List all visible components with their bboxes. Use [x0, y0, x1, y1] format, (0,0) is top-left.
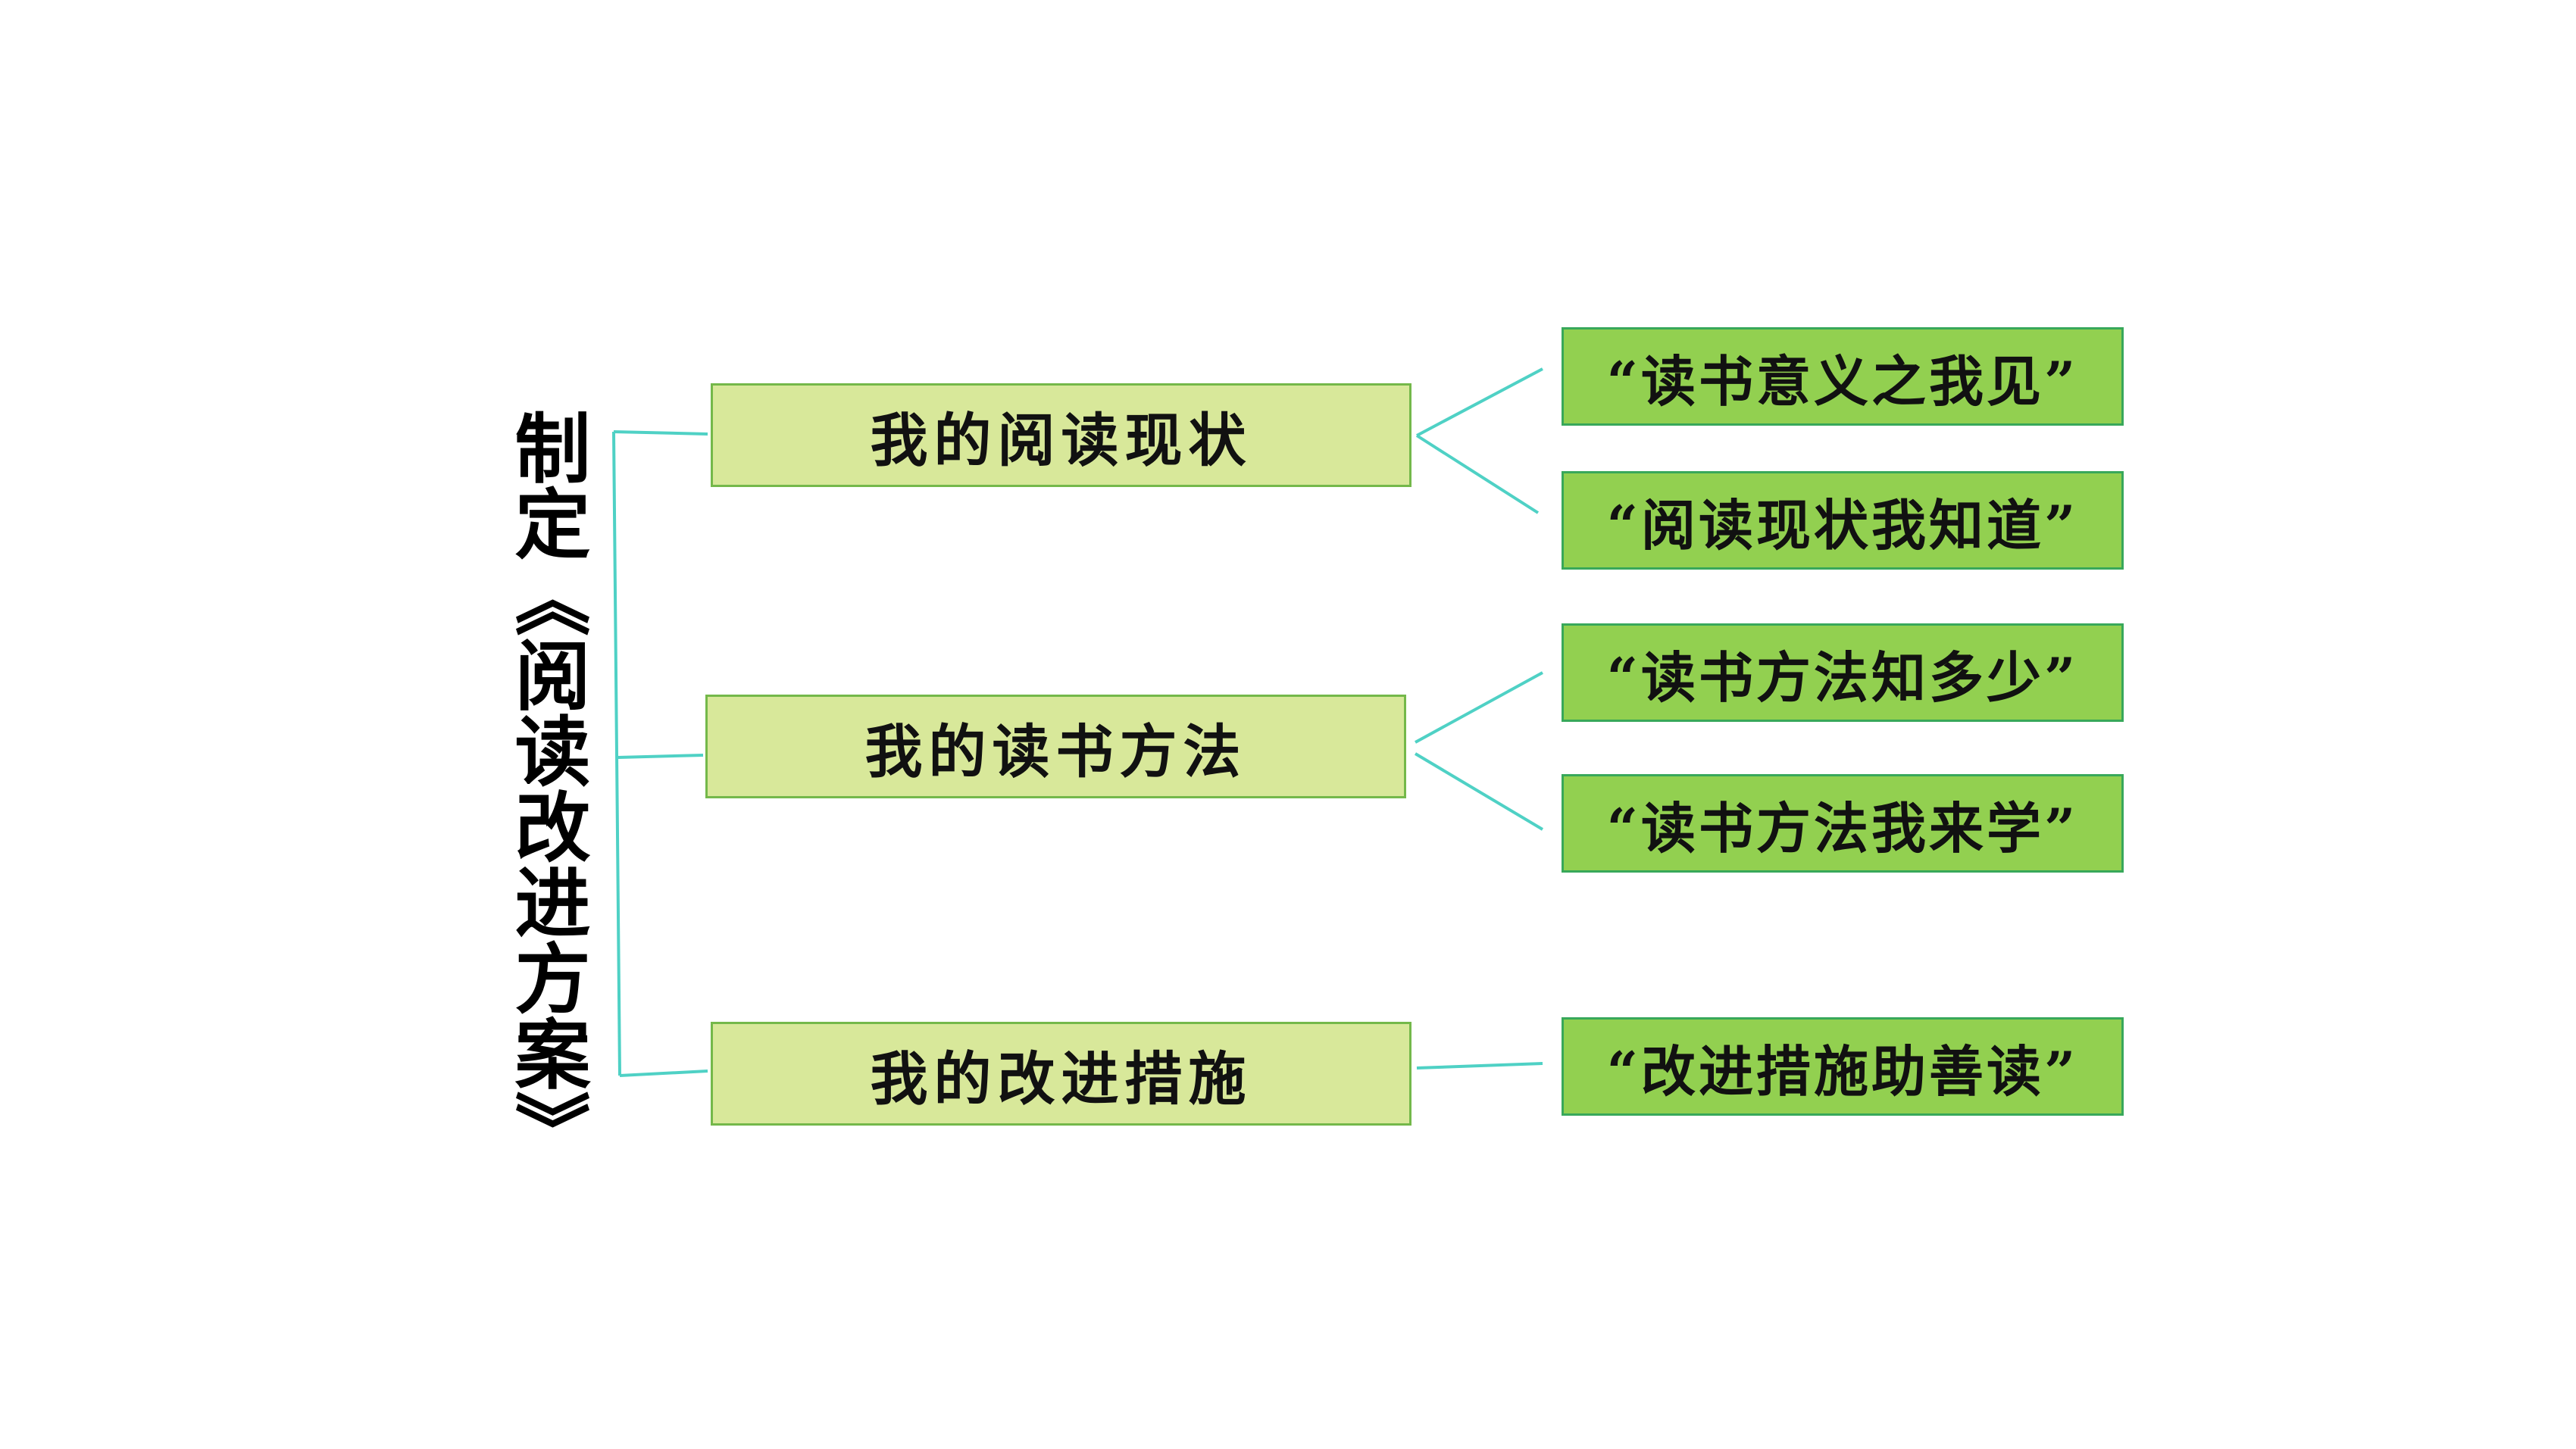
- branch-box-improvement: 我的改进措施: [711, 1022, 1411, 1126]
- root-spine-line: [612, 431, 621, 1076]
- branch-2-to-leaf-2-line: [1414, 752, 1544, 831]
- leaf-box-method-how-many: “读书方法知多少”: [1562, 623, 2124, 722]
- branch-box-reading-method: 我的读书方法: [705, 695, 1406, 798]
- root-to-branch-3-line: [619, 1070, 708, 1077]
- diagram-title: 制定《阅读改进方案》: [502, 409, 590, 1166]
- branch-1-to-leaf-2-line: [1415, 434, 1540, 514]
- leaf-box-reading-meaning: “读书意义之我见”: [1562, 327, 2124, 426]
- leaf-box-improvement-measures: “改进措施助善读”: [1562, 1017, 2124, 1116]
- root-to-branch-1-line: [613, 430, 708, 436]
- branch-3-to-leaf-1-line: [1416, 1062, 1543, 1070]
- leaf-box-method-learn: “读书方法我来学”: [1562, 774, 2124, 873]
- branch-2-to-leaf-1-line: [1415, 671, 1543, 744]
- branch-box-reading-status: 我的阅读现状: [711, 383, 1411, 487]
- root-to-branch-2-line: [617, 754, 704, 759]
- leaf-box-reading-status-known: “阅读现状我知道”: [1562, 471, 2124, 570]
- branch-1-to-leaf-1-line: [1416, 367, 1543, 437]
